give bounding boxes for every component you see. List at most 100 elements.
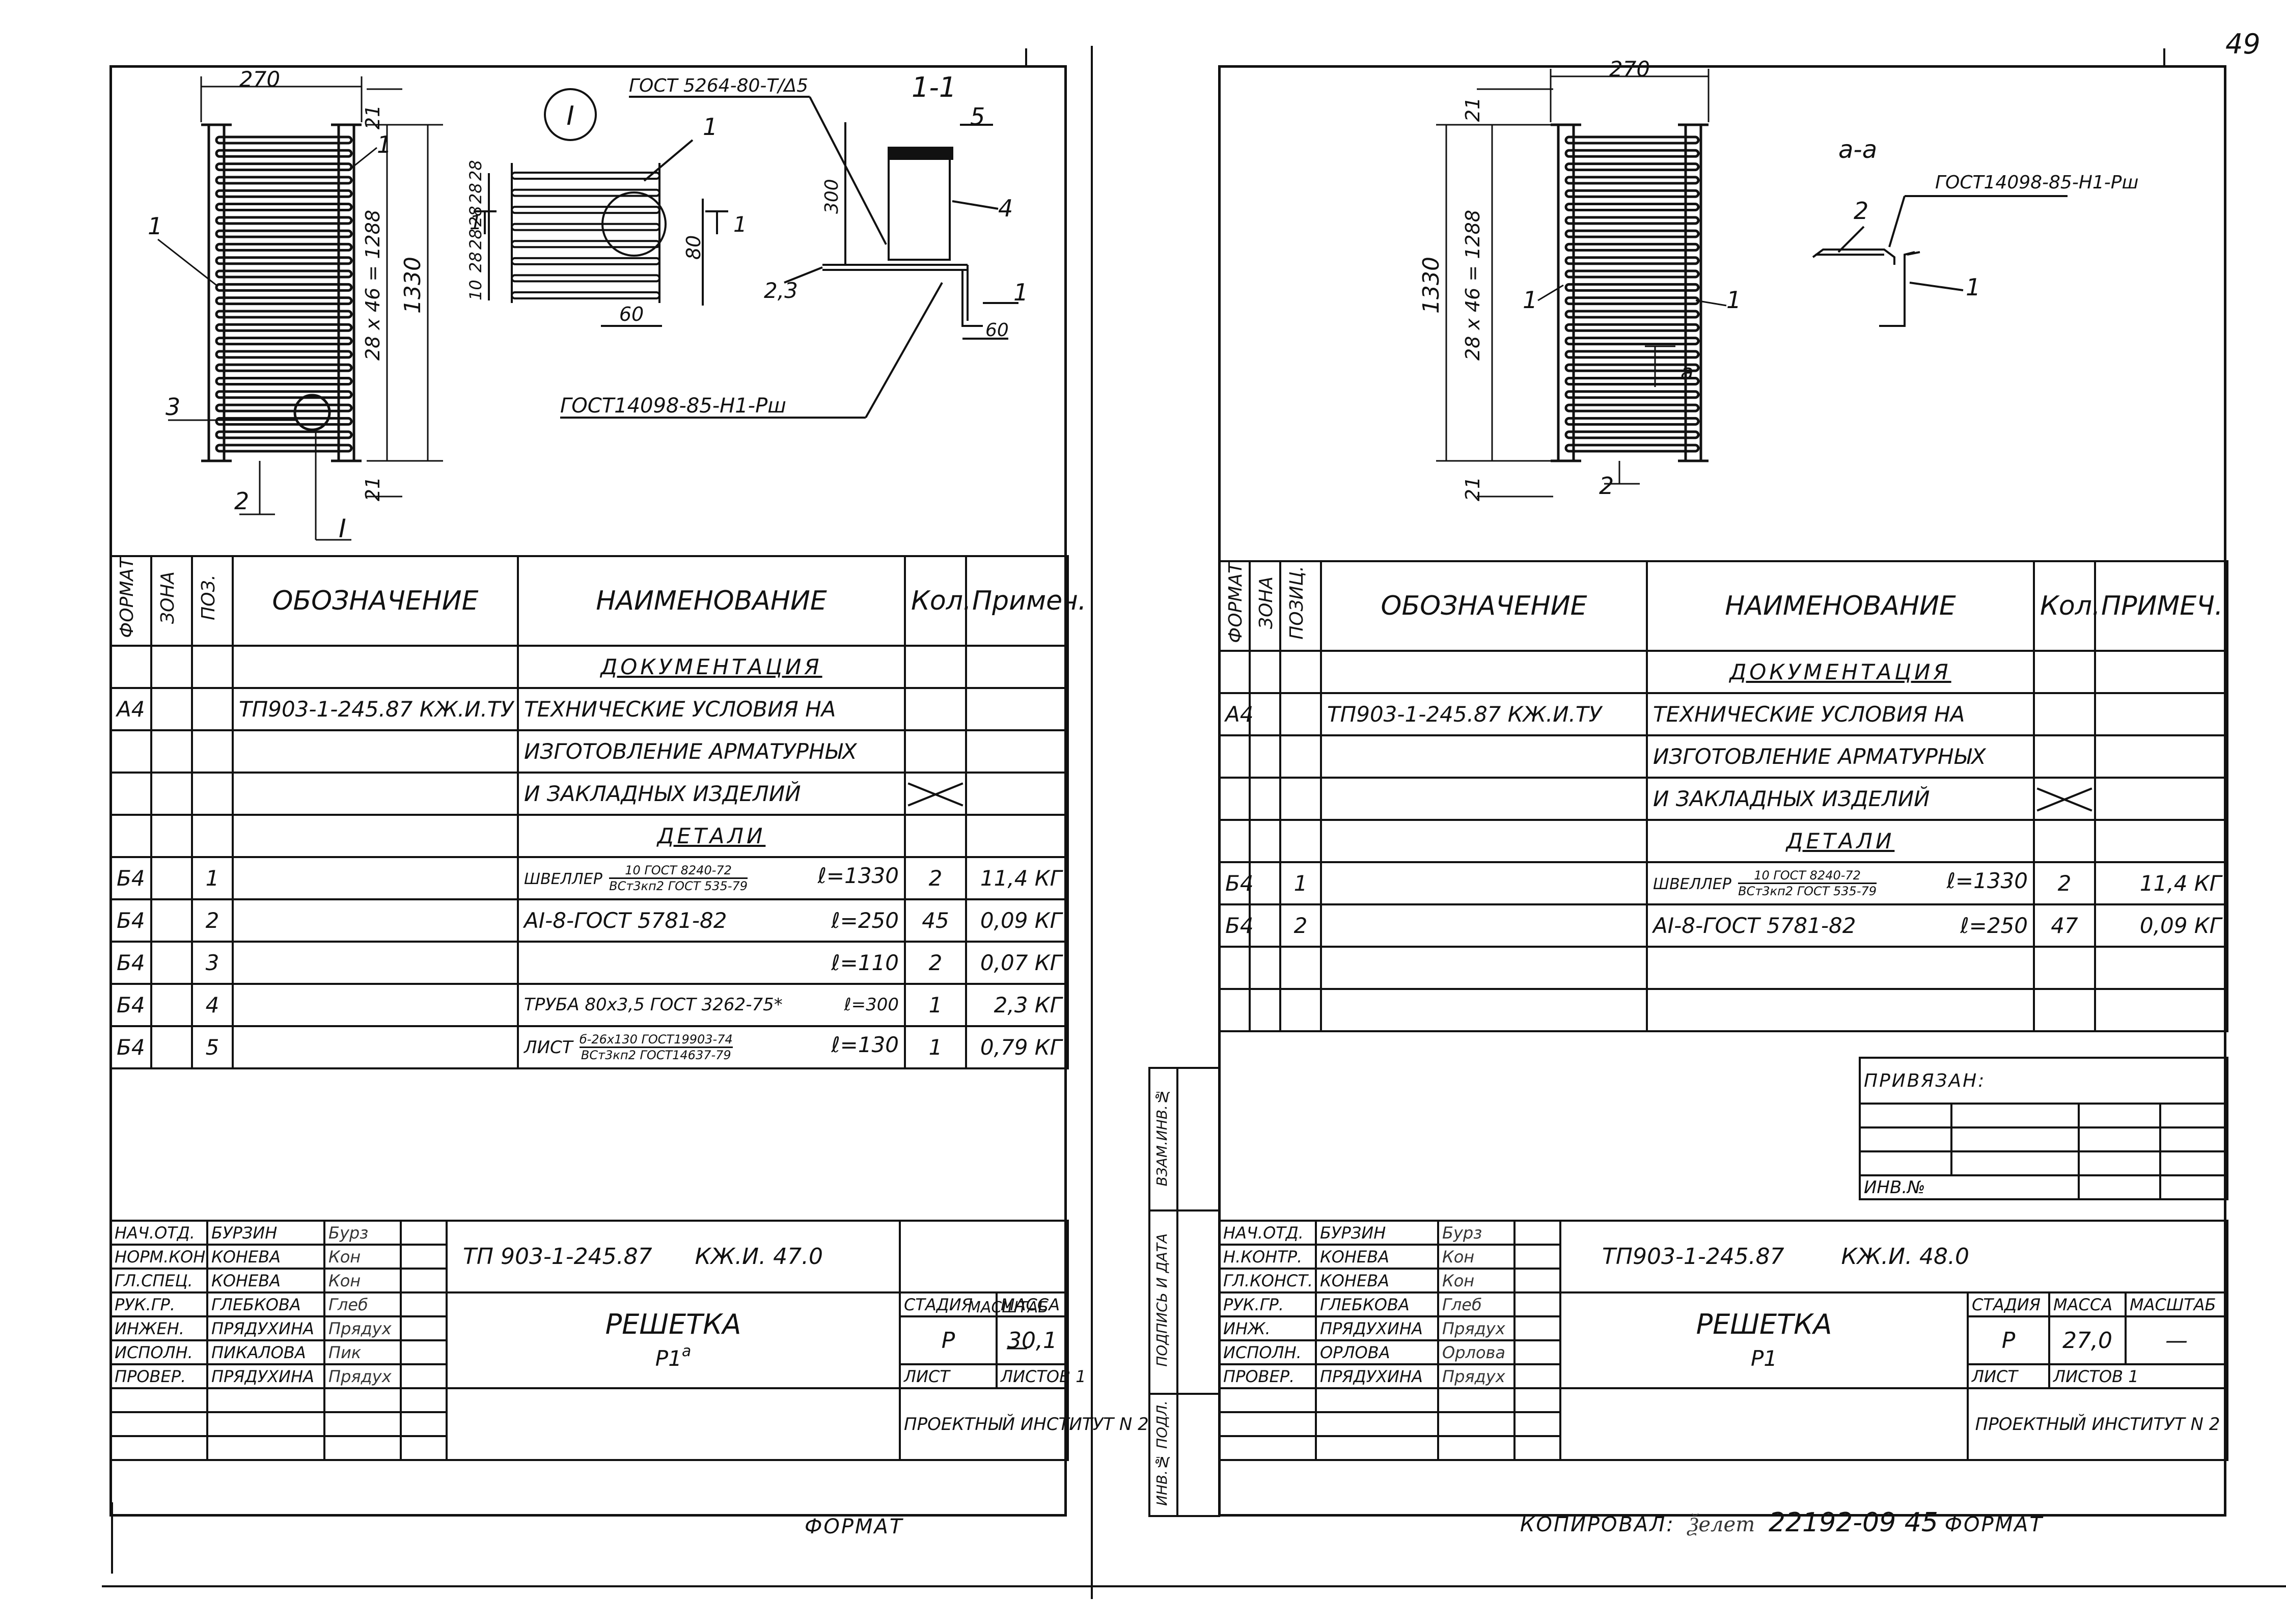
svg-text:21: 21 — [1462, 477, 1484, 501]
grating-bar — [1564, 403, 1700, 412]
svg-text:60: 60 — [985, 320, 1009, 341]
weld-ref: ГОСТ 5264-80-Т/Δ5 — [629, 75, 808, 96]
svg-text:28: 28 — [466, 252, 485, 272]
detail-section-title: ДЕТАЛИ — [517, 813, 906, 858]
svg-text:1: 1 — [703, 113, 718, 141]
grating-bar — [215, 310, 353, 319]
signature: Бурз — [323, 1220, 402, 1246]
svg-text:28: 28 — [466, 206, 485, 227]
rod-ref: ГОСТ14098-85-Н1-Рш — [560, 394, 786, 418]
grating-bar — [215, 189, 353, 198]
grating-bar — [1564, 390, 1700, 399]
format-label-left: ФОРМАТ — [805, 1515, 904, 1538]
grating-bar — [511, 223, 660, 231]
grating-bar — [1564, 149, 1700, 158]
doc-section-title: ДОКУМЕНТАЦИЯ — [517, 644, 906, 689]
side-stamp: ВЗАМ.ИНВ.№ ПОДПИСЬ И ДАТА ИНВ.№ ПОДЛ. — [1148, 1067, 1220, 1517]
grating-bar — [511, 206, 660, 214]
grating-bar — [1564, 229, 1700, 238]
grating-bar — [1564, 350, 1700, 359]
svg-text:1: 1 — [1726, 286, 1741, 314]
svg-text:1: 1 — [1966, 273, 1980, 301]
grating-bar — [215, 403, 353, 412]
table-row: ИЗГОТОВЛЕНИЕ АРМАТУРНЫХ — [1218, 734, 2228, 779]
grating-bar — [215, 337, 353, 346]
grating-bar — [1564, 135, 1700, 145]
right-spec-table: ФОРМАТ ЗОНА ПОЗИЦ. ОБОЗНАЧЕНИЕ НАИМЕНОВА… — [1218, 560, 2228, 1032]
grating-bar — [1564, 283, 1700, 292]
grating-bar — [1564, 162, 1700, 172]
svg-text:10: 10 — [466, 280, 485, 300]
grating-bar — [215, 229, 353, 238]
scale-label-left: МАСШТАБ — [968, 1299, 1049, 1316]
grating-bar — [215, 135, 353, 145]
grating-bar — [511, 257, 660, 265]
grating-bar — [215, 444, 353, 453]
grating-bar — [215, 350, 353, 359]
svg-text:1: 1 — [470, 211, 482, 234]
right-section-a-a — [1812, 195, 2068, 327]
dim-width: 270 — [239, 67, 280, 92]
svg-text:3: 3 — [166, 393, 180, 421]
grating-bar — [1564, 242, 1700, 252]
grating-bar — [215, 176, 353, 185]
spec-header: ФОРМАТ ЗОНА ПОЗ. ОБОЗНАЧЕНИЕ НАИМЕНОВАНИ… — [109, 555, 1086, 647]
doc-code: ТП 903-1-245.87 — [463, 1244, 652, 1270]
grating-bar — [1564, 363, 1700, 372]
svg-text:1: 1 — [1013, 279, 1028, 306]
grating-bar — [215, 417, 353, 426]
grating-bar — [1564, 430, 1700, 439]
grating-bar — [1564, 203, 1700, 212]
grating-bar — [1564, 176, 1700, 185]
svg-text:21: 21 — [362, 477, 384, 501]
left-section-1-1 — [560, 96, 1018, 419]
grating-bar — [215, 203, 353, 212]
svg-text:300: 300 — [821, 179, 842, 214]
svg-text:270: 270 — [1609, 57, 1650, 81]
grating-bar — [1564, 216, 1700, 225]
binding-box: ПРИВЯЗАН: ИНВ.№ — [1858, 1057, 2229, 1200]
svg-text:I: I — [339, 514, 346, 543]
grating-bar — [1564, 323, 1700, 332]
scale-value-left: — — [1006, 1334, 1028, 1360]
table-row: И ЗАКЛАДНЫХ ИЗДЕЛИЙ — [1218, 776, 2228, 821]
svg-text:28: 28 — [466, 229, 485, 250]
table-row: И ЗАКЛАДНЫХ ИЗДЕЛИЙ — [109, 771, 1069, 816]
right-grating-elevation — [1551, 123, 1709, 462]
svg-text:1: 1 — [1523, 286, 1537, 314]
cross-mark — [2033, 776, 2096, 821]
grating-bar — [511, 188, 660, 197]
svg-text:1: 1 — [733, 212, 747, 237]
org-name: ПРОЕКТНЫЙ ИНСТИТУТ N 2 — [899, 1387, 1149, 1461]
grating-bar — [215, 323, 353, 332]
dim-length: 1330 — [400, 257, 426, 314]
table-row: ИЗГОТОВЛЕНИЕ АРМАТУРНЫХ — [109, 729, 1069, 774]
svg-text:1330: 1330 — [1418, 257, 1444, 314]
svg-text:2: 2 — [1599, 472, 1614, 500]
svg-text:5: 5 — [970, 103, 985, 130]
svg-text:I: I — [566, 101, 574, 131]
section-label: 1-1 — [912, 71, 956, 103]
copy-note: КОПИРОВАЛ: Ѯелет 22192-09 45 ФОРМАТ — [1520, 1507, 2044, 1538]
grating-bar — [511, 274, 660, 283]
grating-bar — [1564, 189, 1700, 198]
grating-bar — [1564, 417, 1700, 426]
left-spec-table: ФОРМАТ ЗОНА ПОЗ. ОБОЗНАЧЕНИЕ НАИМЕНОВАНИ… — [109, 555, 1086, 1069]
svg-text:28 x 46 = 1288: 28 x 46 = 1288 — [1462, 210, 1484, 361]
grating-bar — [215, 162, 353, 172]
svg-text:60: 60 — [619, 303, 644, 325]
svg-text:4: 4 — [998, 195, 1013, 222]
svg-text:ГОСТ14098-85-Н1-Рш: ГОСТ14098-85-Н1-Рш — [1935, 172, 2138, 193]
table-row: А4 ТП903-1-245.87 КЖ.И.ТУ ТЕХНИЧЕСКИЕ УС… — [1218, 692, 2228, 736]
grating-bar — [215, 242, 353, 252]
left-node-detail — [474, 88, 728, 327]
